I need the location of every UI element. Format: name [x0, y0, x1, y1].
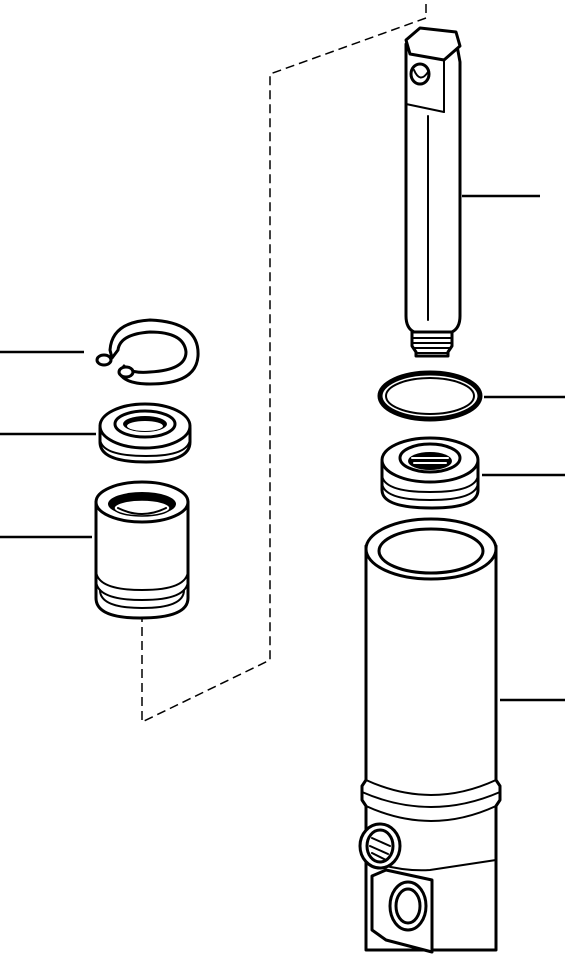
piston-rod — [404, 26, 462, 358]
cylinder-barrel — [358, 517, 502, 954]
assembly-centerline — [141, 4, 427, 724]
rod-seal — [98, 402, 192, 464]
rod-guide — [94, 480, 190, 620]
piston — [380, 436, 480, 510]
snap-ring — [95, 318, 200, 386]
o-ring — [377, 370, 483, 422]
